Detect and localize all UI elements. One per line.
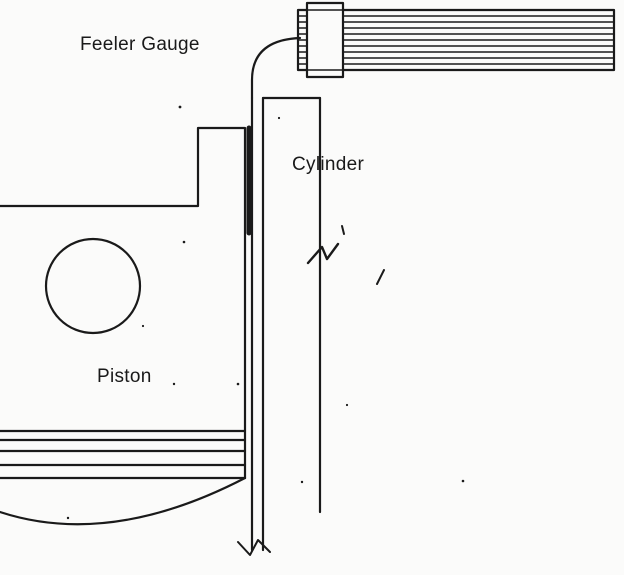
piston-label: Piston: [97, 366, 152, 387]
cylinder-label: Cylinder: [292, 154, 365, 175]
feeler-gauge-label: Feeler Gauge: [80, 34, 200, 55]
feeler-gauge-leaves: [297, 15, 615, 65]
piston-ring-grooves: [0, 429, 247, 480]
bottom-break-mark: [237, 539, 271, 556]
piston-outline: [0, 126, 247, 480]
piston-skirt: [0, 476, 247, 526]
cylinder-wall: [250, 96, 322, 552]
feeler-gauge-pivot-lines: [306, 9, 344, 71]
cylinder-break-mark: [306, 242, 340, 265]
feeler-gauge-handle-bend: [250, 36, 302, 100]
wrist-pin-hole: [44, 237, 142, 335]
feeler-gauge-pivot: [305, 1, 345, 79]
scan-dots: [66, 105, 465, 520]
scan-specks: [341, 225, 385, 285]
